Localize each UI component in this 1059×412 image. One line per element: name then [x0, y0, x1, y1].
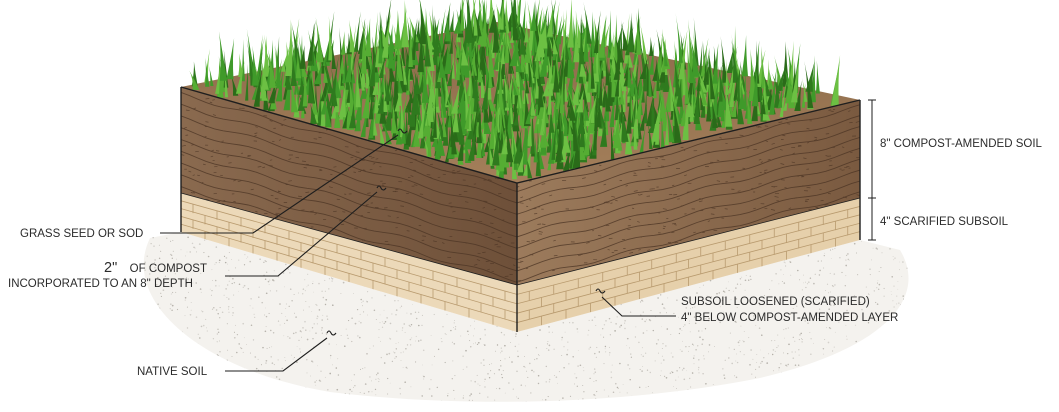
- subsoil-label-line2: 4" BELOW COMPOST-AMENDED LAYER: [681, 312, 898, 324]
- depth-dimension: [868, 100, 876, 240]
- compost-amount-text: OF COMPOST: [130, 263, 207, 275]
- subsoil-label-line1: SUBSOIL LOOSENED (SCARIFIED): [681, 296, 870, 308]
- grass-label: GRASS SEED OR SOD: [20, 228, 143, 240]
- compost-amount-value: 2": [104, 260, 117, 276]
- dim-top-label: 8" COMPOST-AMENDED SOIL: [880, 138, 1043, 150]
- dim-bottom-label: 4" SCARIFIED SUBSOIL: [880, 216, 1009, 228]
- compost-depth-label: INCORPORATED TO AN 8" DEPTH: [8, 278, 193, 290]
- native-soil-label: NATIVE SOIL: [137, 366, 208, 378]
